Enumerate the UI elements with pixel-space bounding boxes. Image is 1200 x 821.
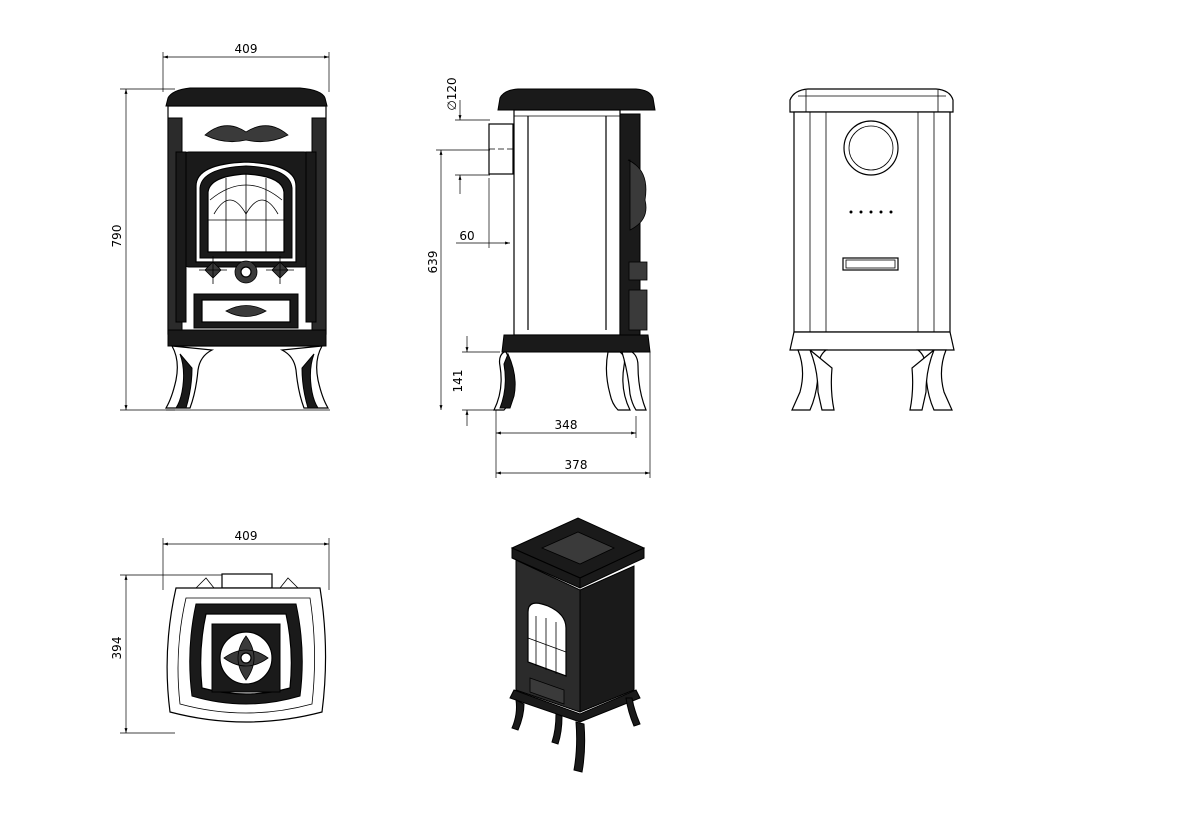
- flue-diameter-label: ∅120: [445, 77, 459, 110]
- leg-height-label: 141: [451, 370, 465, 393]
- front-view: 409 790: [110, 42, 330, 411]
- rear-view: [789, 88, 955, 411]
- top-depth-label: 394: [110, 637, 124, 660]
- front-height-label: 790: [110, 225, 124, 248]
- rear-dots: [849, 210, 893, 214]
- base-depth-label: 348: [555, 418, 578, 432]
- side-view: ∅120 60 639 141: [426, 77, 656, 478]
- isometric-view: [509, 517, 646, 773]
- overall-depth-label: 378: [565, 458, 588, 472]
- front-width-label: 409: [235, 42, 258, 56]
- top-view: 409 394: [110, 529, 330, 734]
- top-width-label: 409: [235, 529, 258, 543]
- flue-height-label: 639: [426, 251, 440, 274]
- flue-offset-label: 60: [459, 229, 474, 243]
- front-rosette-row: [199, 256, 294, 284]
